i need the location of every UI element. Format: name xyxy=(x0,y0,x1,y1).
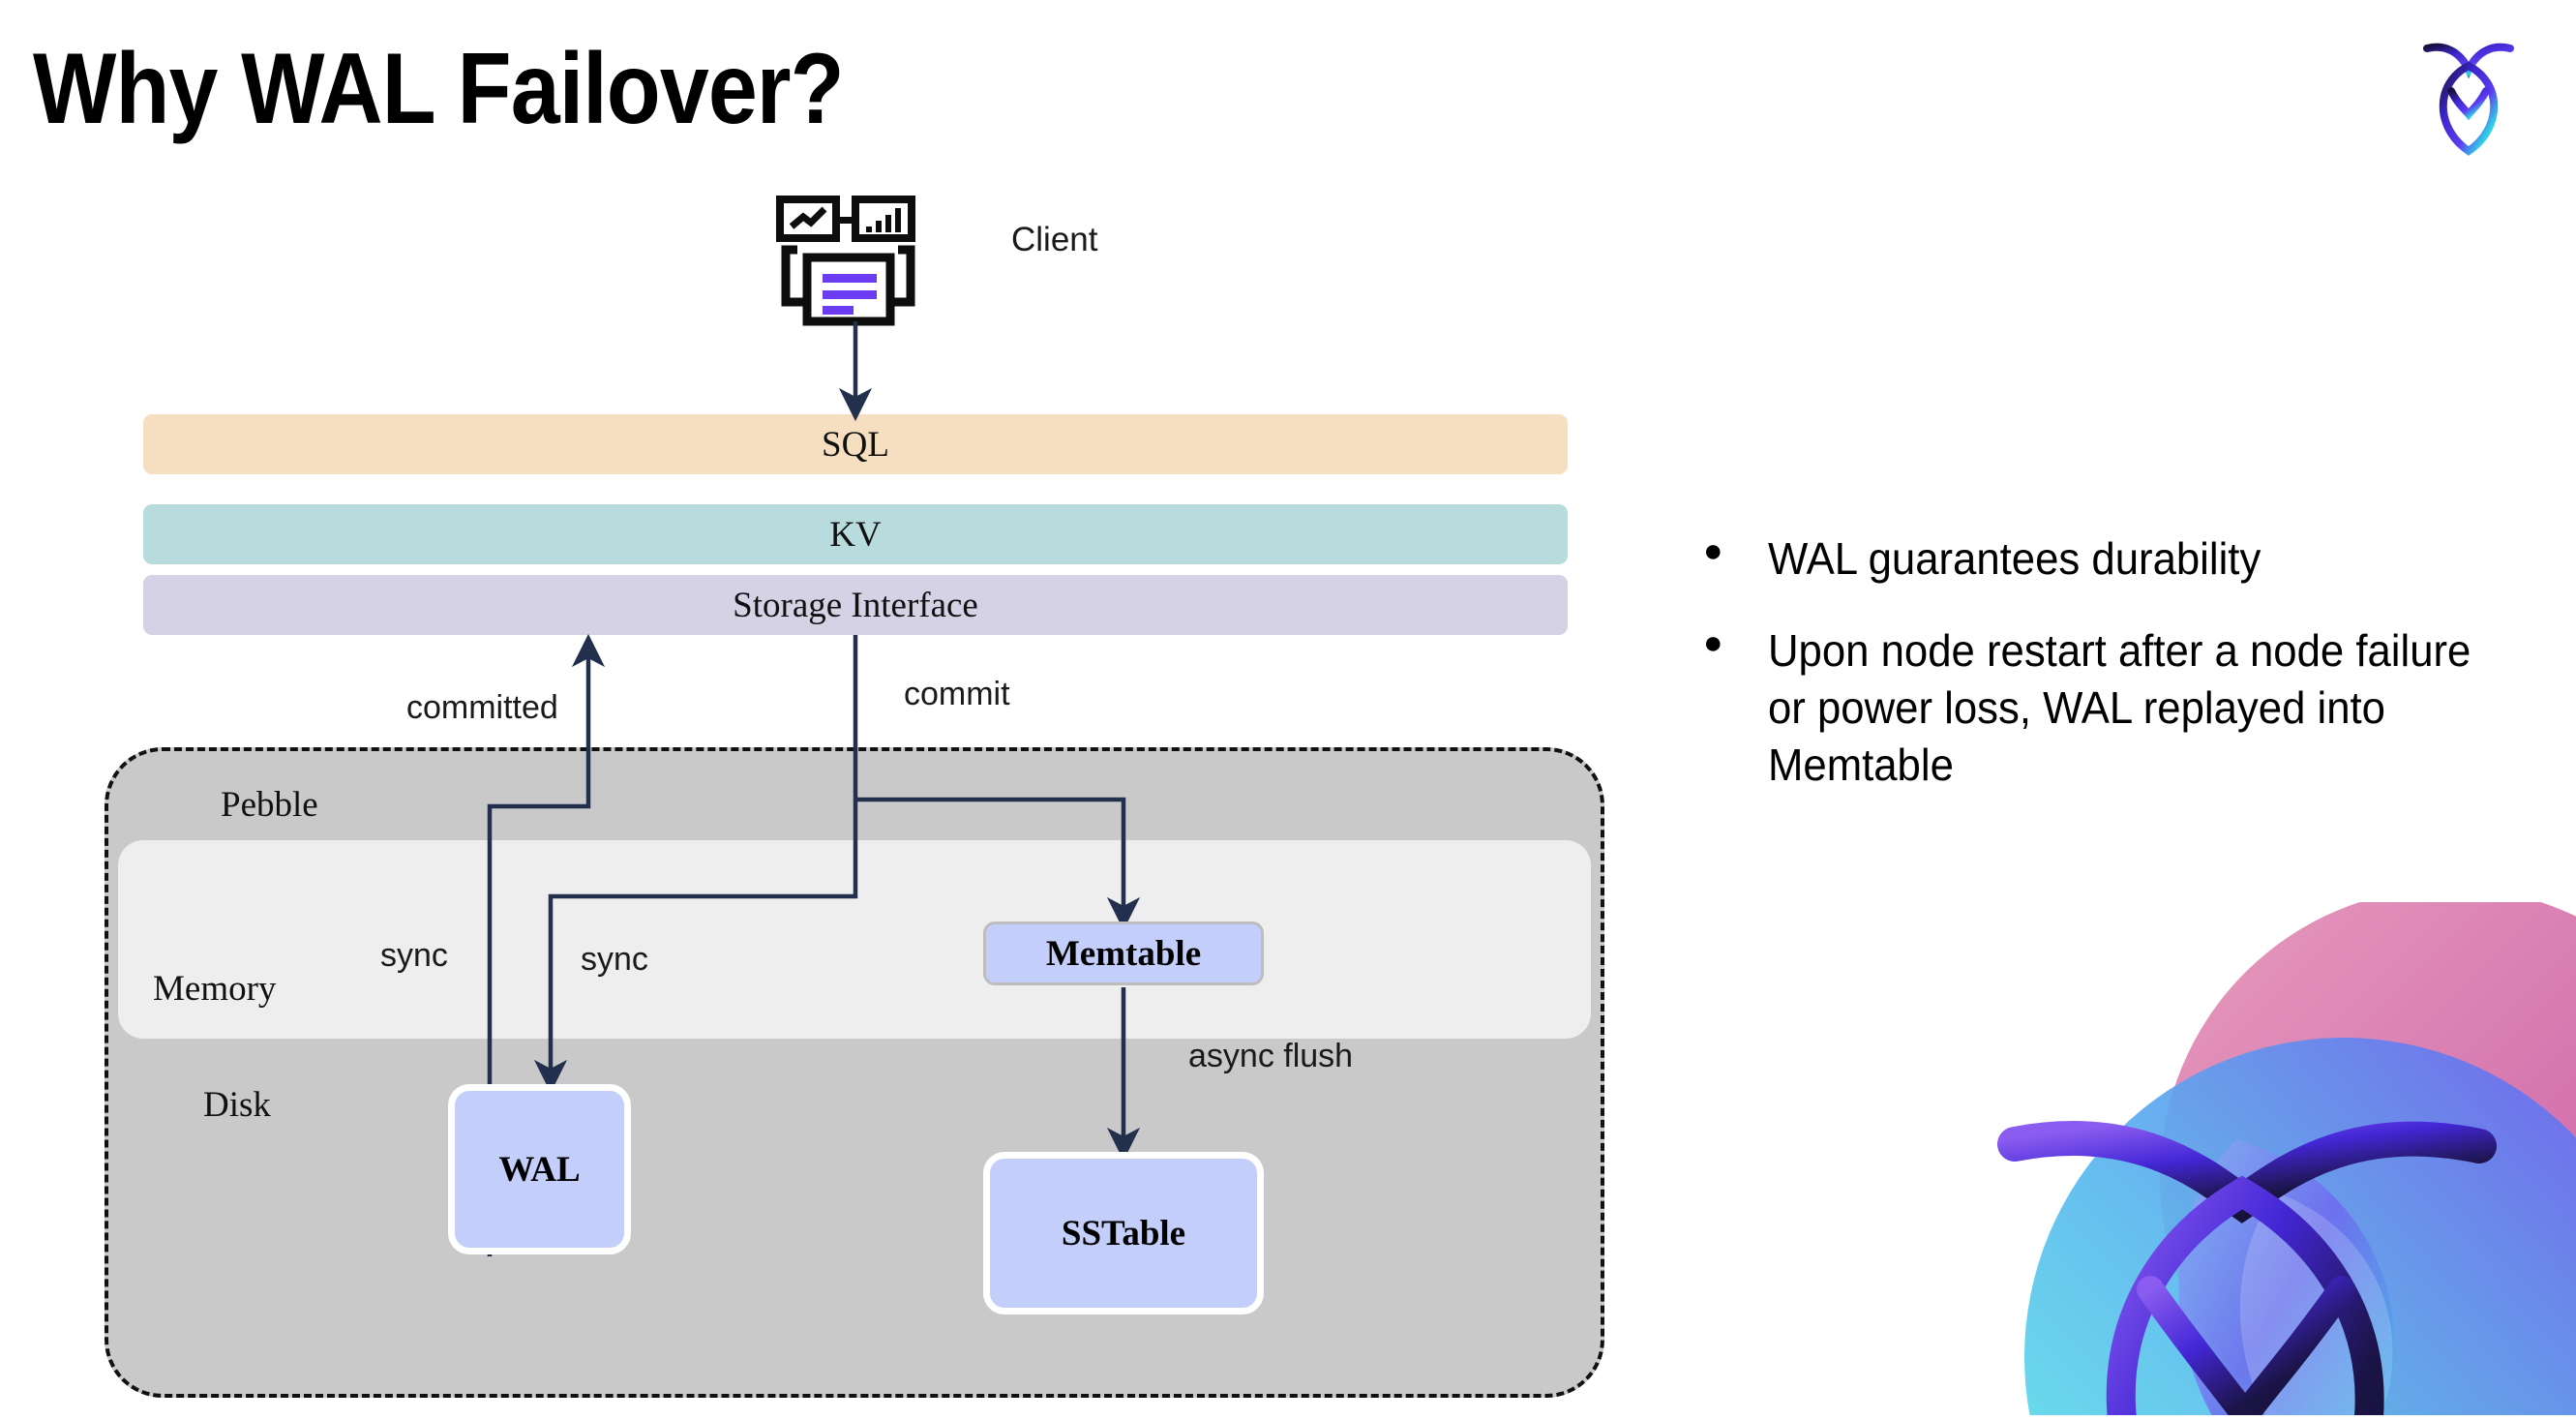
edge-label-sync-1: sync xyxy=(380,937,448,974)
cockroach-labs-logo-icon xyxy=(2406,27,2531,163)
memory-label: Memory xyxy=(153,969,277,1009)
edge-label-async-flush: async flush xyxy=(1188,1038,1354,1074)
page-title: Why WAL Failover? xyxy=(33,33,845,145)
edge-label-committed: committed xyxy=(406,689,558,726)
list-item: ● WAL guarantees durability xyxy=(1703,530,2535,588)
edge-label-commit: commit xyxy=(904,676,1010,712)
layer-bar-kv: KV xyxy=(143,504,1568,564)
memory-region xyxy=(118,840,1591,1039)
decorative-logo-artwork xyxy=(1908,902,2576,1415)
layer-label-sql: SQL xyxy=(822,424,889,465)
bullet-text: WAL guarantees durability xyxy=(1767,533,2261,584)
layer-bar-sql: SQL xyxy=(143,414,1568,474)
node-sstable-label: SSTable xyxy=(1061,1213,1186,1254)
client-label: Client xyxy=(1011,221,1098,258)
layer-bar-storage-interface: Storage Interface xyxy=(143,575,1568,635)
list-item: ● Upon node restart after a node failure… xyxy=(1703,622,2535,794)
layer-label-kv: KV xyxy=(829,514,882,555)
bullet-text: Upon node restart after a node failure o… xyxy=(1767,624,2471,790)
node-memtable: Memtable xyxy=(983,921,1264,985)
bullet-marker: ● xyxy=(1703,623,1723,661)
layer-label-storage-interface: Storage Interface xyxy=(733,585,978,625)
disk-label: Disk xyxy=(203,1085,271,1125)
node-memtable-label: Memtable xyxy=(1045,933,1202,974)
edge-label-sync-2: sync xyxy=(581,941,648,978)
bullet-list: ● WAL guarantees durability ● Upon node … xyxy=(1703,530,2535,829)
bullet-marker: ● xyxy=(1703,532,1723,569)
node-wal: WAL xyxy=(448,1084,631,1254)
pebble-label: Pebble xyxy=(221,785,318,825)
node-sstable: SSTable xyxy=(983,1152,1264,1314)
node-wal-label: WAL xyxy=(498,1149,581,1190)
client-dashboard-icon xyxy=(774,194,925,348)
